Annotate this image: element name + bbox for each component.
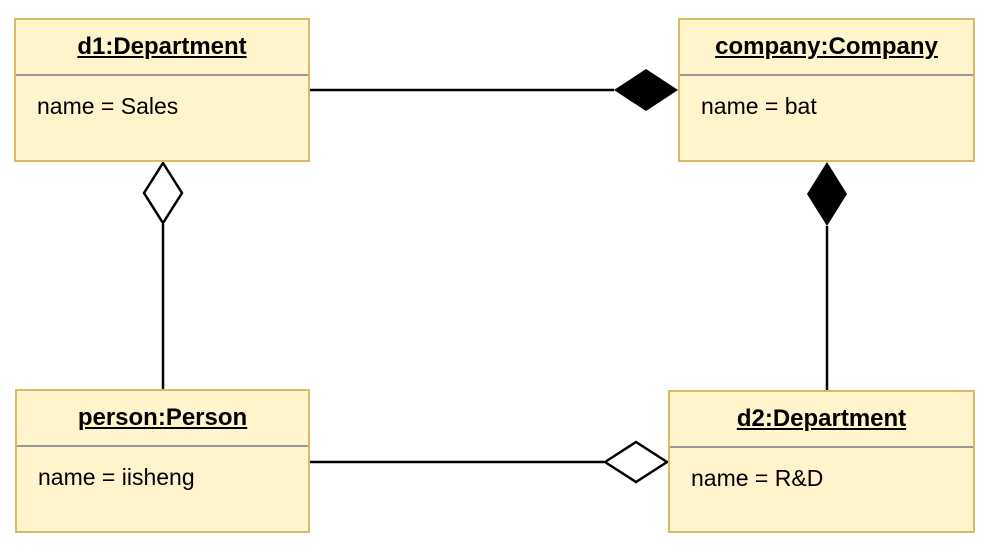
object-title: person:Person <box>17 391 308 447</box>
object-attribute: name = iisheng <box>38 464 195 490</box>
uml-object-person: person:Person name = iisheng <box>15 389 310 533</box>
composition-diamond-icon <box>614 69 678 111</box>
object-attribute: name = R&D <box>691 465 824 491</box>
connector-d2-company <box>807 162 847 390</box>
aggregation-diamond-icon <box>142 160 184 226</box>
object-attribute: name = bat <box>701 93 817 119</box>
composition-diamond-icon <box>807 162 847 226</box>
connector-person-d1 <box>142 160 184 389</box>
aggregation-diamond-icon <box>602 440 670 484</box>
object-title: d1:Department <box>16 20 308 76</box>
uml-object-d2: d2:Department name = R&D <box>668 390 975 533</box>
connector-d1-company <box>310 69 678 111</box>
uml-object-company: company:Company name = bat <box>678 18 975 162</box>
uml-object-d1: d1:Department name = Sales <box>14 18 310 162</box>
object-title: d2:Department <box>670 392 973 448</box>
object-title: company:Company <box>680 20 973 76</box>
connector-person-d2 <box>310 440 670 484</box>
object-attribute: name = Sales <box>37 93 179 119</box>
